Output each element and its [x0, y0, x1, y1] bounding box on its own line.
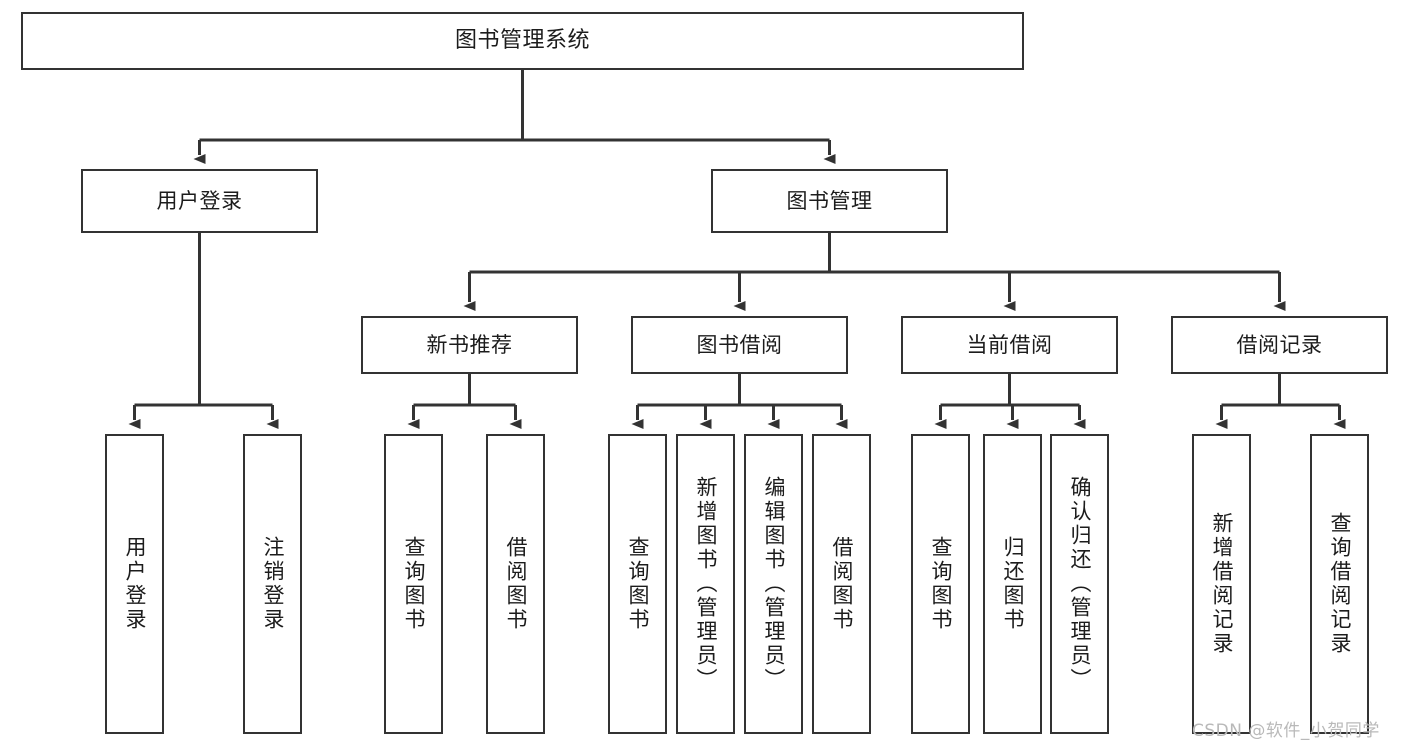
leaf-user-login-do[interactable]: 用户登录	[105, 434, 164, 734]
leaf-bb-add-book[interactable]: 新增图书（管理员）	[676, 434, 735, 734]
leaf-nbr-borrow-book[interactable]: 借阅图书	[486, 434, 545, 734]
node-borrow-record[interactable]: 借阅记录	[1171, 316, 1388, 374]
node-new-book-recommend[interactable]: 新书推荐	[361, 316, 578, 374]
node-current-borrow[interactable]: 当前借阅	[901, 316, 1118, 374]
node-label: 新书推荐	[426, 332, 513, 357]
leaf-nbr-query-book[interactable]: 查询图书	[384, 434, 443, 734]
csdn-watermark: CSDN @软件_小贺同学	[1192, 721, 1380, 741]
node-label: 用户登录	[156, 188, 243, 213]
node-label: 查询借阅记录	[1328, 512, 1352, 656]
node-book-borrow[interactable]: 图书借阅	[631, 316, 848, 374]
node-label: 确认归还（管理员）	[1068, 476, 1092, 692]
leaf-bb-query-book[interactable]: 查询图书	[608, 434, 667, 734]
node-label: 用户登录	[123, 536, 147, 632]
leaf-cb-return-book[interactable]: 归还图书	[983, 434, 1042, 734]
node-label: 借阅图书	[830, 536, 854, 632]
node-label: 图书管理	[786, 188, 873, 213]
node-label: 归还图书	[1001, 536, 1025, 632]
leaf-bb-edit-book[interactable]: 编辑图书（管理员）	[744, 434, 803, 734]
node-label: 图书管理系统	[454, 28, 590, 54]
node-label: 查询图书	[402, 536, 426, 632]
node-label: 借阅图书	[504, 536, 528, 632]
node-user-login[interactable]: 用户登录	[81, 169, 318, 233]
leaf-br-query-record[interactable]: 查询借阅记录	[1310, 434, 1369, 734]
node-label: 当前借阅	[966, 332, 1053, 357]
leaf-cb-confirm-return[interactable]: 确认归还（管理员）	[1050, 434, 1109, 734]
node-root[interactable]: 图书管理系统	[21, 12, 1024, 70]
node-label: 新增借阅记录	[1210, 512, 1234, 656]
node-label: 查询图书	[929, 536, 953, 632]
node-label: 借阅记录	[1236, 332, 1323, 357]
leaf-user-logout[interactable]: 注销登录	[243, 434, 302, 734]
leaf-br-add-record[interactable]: 新增借阅记录	[1192, 434, 1251, 734]
leaf-cb-query-book[interactable]: 查询图书	[911, 434, 970, 734]
node-label: 注销登录	[261, 536, 285, 632]
node-book-manage[interactable]: 图书管理	[711, 169, 948, 233]
node-label: 图书借阅	[696, 332, 783, 357]
leaf-bb-borrow-book[interactable]: 借阅图书	[812, 434, 871, 734]
node-label: 编辑图书（管理员）	[762, 476, 786, 692]
node-label: 新增图书（管理员）	[694, 476, 718, 692]
node-label: 查询图书	[626, 536, 650, 632]
